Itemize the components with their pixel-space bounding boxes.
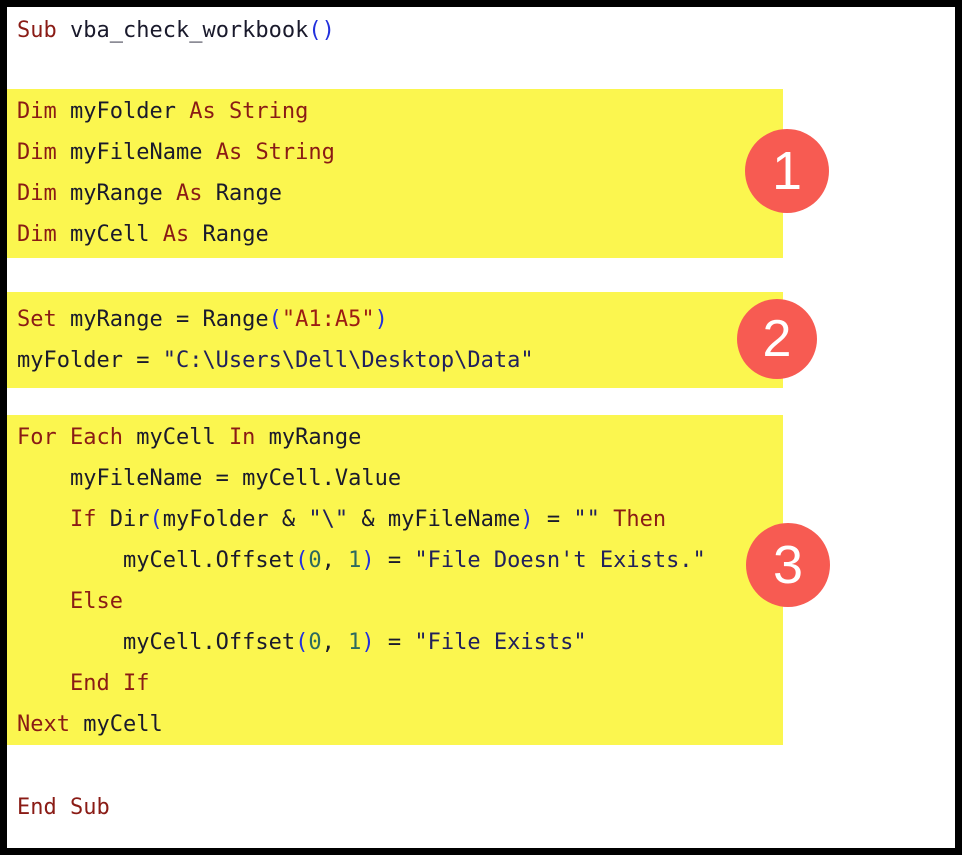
code-token: Set — [17, 307, 57, 332]
code-token: myFolder & — [162, 507, 309, 532]
code-token: vba_check_workbook — [56, 18, 309, 43]
code-line: For Each myCell In myRange — [17, 417, 783, 458]
code-token: , — [321, 548, 349, 573]
step-badge-2: 2 — [737, 299, 817, 379]
code-token: "C:\Users\Dell\Desktop\Data" — [162, 348, 534, 373]
code-token: End Sub — [17, 795, 110, 820]
code-token: myFileName = myCell.Value — [17, 466, 402, 491]
code-line: myFileName = myCell.Value — [17, 458, 783, 499]
code-token: myCell — [69, 712, 163, 737]
code-line: Next myCell — [17, 704, 783, 745]
code-token: Dim — [17, 222, 57, 247]
code-token: myCell — [122, 425, 229, 450]
code-token: End If — [69, 671, 150, 696]
code-line: Dim myFileName As String — [17, 132, 783, 173]
code-token: myCell.Offset — [17, 630, 296, 655]
code-token: myCell.Offset — [17, 548, 296, 573]
code-token — [17, 507, 70, 532]
code-block-range-folder-setup: Set myRange = Range("A1:A5")myFolder = "… — [7, 292, 783, 388]
code-token: ( — [149, 507, 163, 532]
code-token: Else — [69, 589, 123, 614]
code-line: Dim myFolder As String — [17, 91, 783, 132]
code-token: Range — [189, 222, 269, 247]
code-token: "A1:A5" — [281, 307, 375, 332]
code-token: 1 — [348, 548, 362, 573]
code-token: ( — [295, 548, 309, 573]
code-token: ( — [268, 307, 282, 332]
code-line: End Sub — [17, 787, 955, 828]
code-token: "File Doesn't Exists." — [414, 548, 706, 573]
code-area: Sub vba_check_workbook() Dim myFolder As… — [7, 7, 955, 828]
code-token: myFileName — [56, 140, 216, 165]
code-token: In — [228, 425, 256, 450]
code-line: Dim myCell As Range — [17, 214, 783, 255]
code-token: myFolder — [56, 99, 190, 124]
code-token: 0 — [308, 630, 322, 655]
code-block-foreach-loop: For Each myCell In myRange myFileName = … — [7, 415, 783, 745]
code-token: Then — [613, 507, 667, 532]
code-token: myRange = Range — [56, 307, 269, 332]
step-badge-3: 3 — [746, 523, 830, 607]
code-token: Dim — [17, 181, 57, 206]
code-token: "" — [573, 507, 600, 532]
code-line: Dim myRange As Range — [17, 173, 783, 214]
code-token: Dim — [17, 99, 57, 124]
code-token: As — [175, 181, 203, 206]
code-token: ) — [374, 307, 388, 332]
code-line: End If — [17, 663, 783, 704]
code-token: As — [162, 222, 190, 247]
code-token: 0 — [308, 548, 322, 573]
code-line: Else — [17, 581, 783, 622]
code-token: "\" — [308, 507, 349, 532]
code-line: myCell.Offset(0, 1) = "File Doesn't Exis… — [17, 540, 783, 581]
code-token: ) — [520, 507, 534, 532]
code-token — [17, 671, 70, 696]
step-badge-2-label: 2 — [762, 310, 792, 368]
code-token: As String — [189, 99, 309, 124]
code-token: Dir — [96, 507, 150, 532]
code-token: "File Exists" — [414, 630, 587, 655]
code-line: myCell.Offset(0, 1) = "File Exists" — [17, 622, 783, 663]
code-token: myRange — [255, 425, 362, 450]
step-badge-3-label: 3 — [772, 535, 804, 595]
code-token: ) — [361, 548, 375, 573]
code-token: = — [374, 630, 415, 655]
code-token: Sub — [17, 18, 57, 43]
code-line: Sub vba_check_workbook() — [17, 10, 955, 51]
code-line-sub-declaration: Sub vba_check_workbook() — [17, 10, 955, 51]
code-token: ( — [295, 630, 309, 655]
code-token: = — [374, 548, 415, 573]
code-token: myRange — [56, 181, 176, 206]
code-line-end-sub: End Sub — [17, 787, 955, 828]
code-token: Range — [202, 181, 282, 206]
code-token: ) — [361, 630, 375, 655]
code-token: Next — [17, 712, 70, 737]
code-token: 1 — [348, 630, 362, 655]
code-token: myFolder = — [17, 348, 163, 373]
code-token — [17, 589, 70, 614]
code-token: For Each — [17, 425, 123, 450]
code-token: As String — [215, 140, 335, 165]
code-line: myFolder = "C:\Users\Dell\Desktop\Data" — [17, 340, 783, 381]
code-line: If Dir(myFolder & "\" & myFileName) = ""… — [17, 499, 783, 540]
code-token: () — [308, 18, 335, 43]
code-token: & myFileName — [348, 507, 521, 532]
code-line: Set myRange = Range("A1:A5") — [17, 299, 783, 340]
code-token: If — [69, 507, 97, 532]
step-badge-1: 1 — [745, 129, 829, 213]
code-token: , — [321, 630, 349, 655]
code-token: myCell — [56, 222, 163, 247]
code-token: = — [533, 507, 574, 532]
step-badge-1-label: 1 — [771, 141, 803, 201]
code-token: Dim — [17, 140, 57, 165]
code-token — [600, 507, 613, 532]
